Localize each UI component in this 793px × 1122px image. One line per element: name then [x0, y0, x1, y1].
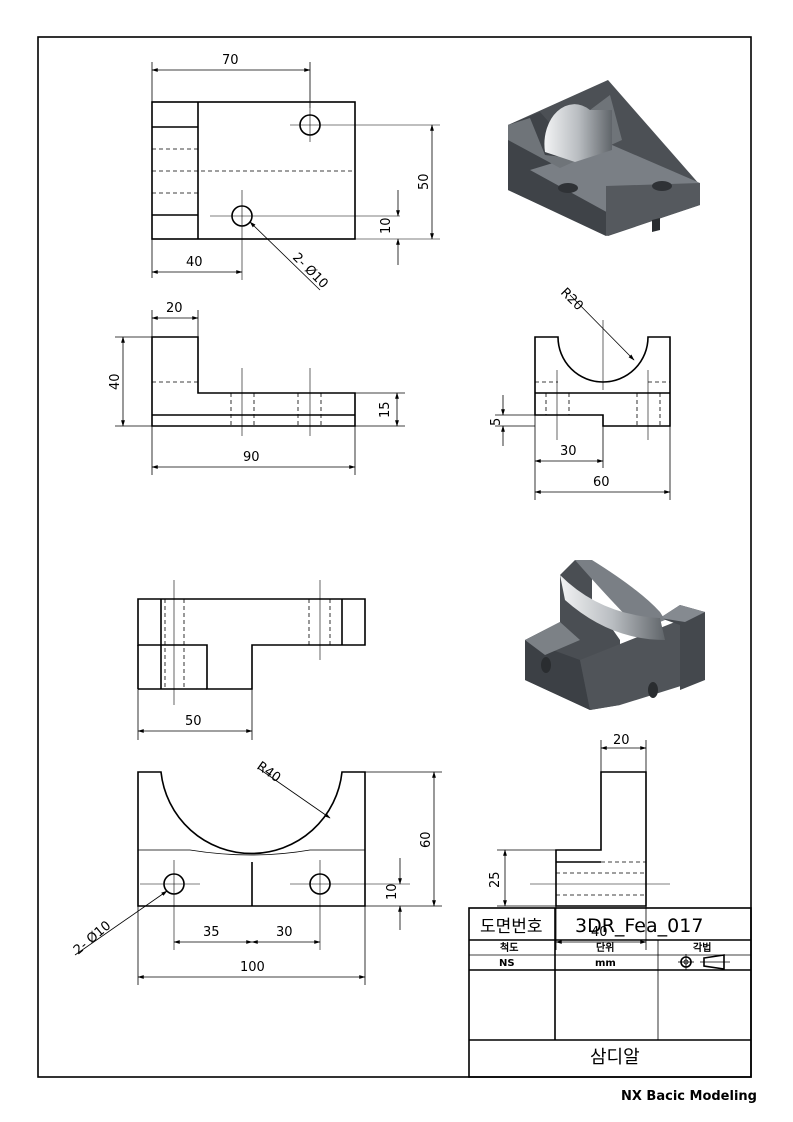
dim-10b: 10 — [385, 883, 400, 900]
unit-label: 단위 — [596, 941, 614, 954]
dim-2-phi10b: 2- Ø10 — [71, 918, 114, 958]
projection-label: 각법 — [693, 941, 711, 954]
lower-front-view: R40 60 10 2- Ø10 35 30 100 — [71, 759, 442, 985]
title-block: 도면번호 3DR_Fea_017 척도 단위 각법 NS mm 삼디알 — [468, 907, 752, 1078]
unit-value: mm — [595, 958, 616, 969]
upper-top-view: 70 40 50 10 2- Ø10 — [151, 53, 440, 292]
scale-value: NS — [499, 958, 515, 969]
border-frame — [37, 36, 752, 1078]
dim-2-phi10: 2- Ø10 — [289, 250, 331, 292]
dim-20b: 20 — [613, 733, 630, 748]
dim-30: 30 — [560, 444, 577, 459]
lower-top-view: 50 — [137, 580, 366, 740]
dim-50b: 50 — [185, 714, 202, 729]
upper-side-view: R20 5 30 60 — [489, 285, 671, 500]
dim-15: 15 — [378, 401, 393, 418]
dim-70: 70 — [222, 53, 239, 68]
upper-front-view: 20 40 15 90 — [108, 301, 405, 475]
dim-90: 90 — [243, 450, 260, 465]
isometric-model-2 — [525, 560, 705, 710]
dim-40: 40 — [186, 255, 203, 270]
drawing-no-label: 도면번호 — [480, 917, 543, 937]
projection-symbol-icon — [678, 954, 730, 970]
dim-30b: 30 — [276, 925, 293, 940]
dim-r40: R40 — [254, 759, 284, 786]
dim-5: 5 — [489, 418, 504, 426]
scale-label: 척도 — [500, 941, 518, 954]
dim-50: 50 — [417, 173, 432, 190]
dim-10: 10 — [379, 217, 394, 234]
dim-20: 20 — [166, 301, 183, 316]
drawing-no: 3DR_Fea_017 — [575, 915, 703, 937]
dim-40b: 40 — [108, 373, 123, 390]
dim-25: 25 — [488, 871, 503, 888]
dim-100: 100 — [240, 960, 265, 975]
title: 삼디알 — [590, 1047, 640, 1068]
dim-60: 60 — [593, 475, 610, 490]
lower-side-view: 20 25 40 — [488, 733, 670, 950]
dim-35: 35 — [203, 925, 220, 940]
dim-r20: R20 — [557, 285, 586, 314]
isometric-model-1 — [508, 80, 700, 236]
dim-40c: 40 — [591, 925, 608, 940]
dim-60b: 60 — [419, 831, 434, 848]
footer-text: NX Bacic Modeling — [621, 1089, 757, 1104]
